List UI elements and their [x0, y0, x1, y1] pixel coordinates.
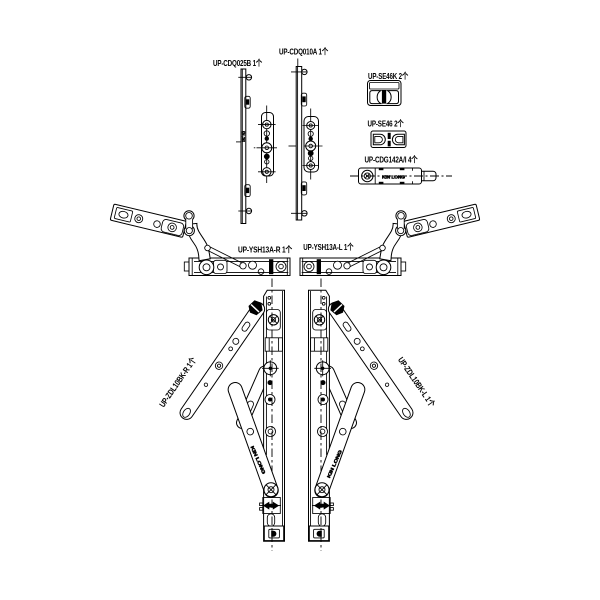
cdq025b-brand-stamp: KIN LONG — [241, 131, 246, 142]
cdq025b-faceplate — [236, 68, 247, 224]
cdg142a-head-screw — [361, 169, 374, 183]
part-ysh13a-r-label: UP-YSH13A-R 1个 — [238, 245, 293, 255]
part-cdg142a-label: UP-CDG142A/I 4个 — [365, 155, 419, 165]
cdq025b-cam-bottom — [244, 184, 251, 198]
se46-body — [370, 130, 407, 148]
cdq010a-cam-top — [300, 92, 308, 107]
se46-right-jaw — [391, 133, 405, 146]
part-ysh13a-l-label: UP-YSH13A-L 1个 — [303, 242, 354, 252]
cdq025b-cam-top — [244, 95, 251, 109]
se46k-center-block — [381, 90, 387, 104]
part-se46k-label: UP-SE46K 2个 — [368, 71, 409, 81]
cdq025b-gearbox — [253, 105, 277, 183]
part-cdq010a: UP-CDQ010A 1个 — [279, 47, 329, 221]
part-se46-label: UP-SE46 2个 — [368, 119, 405, 129]
se46k-body — [367, 80, 402, 106]
cdq010a-cam-bottom — [300, 181, 308, 196]
cdg142a-edge-ticks — [378, 168, 413, 184]
cdg142a-brand-stamp: KIN LONG — [382, 175, 406, 180]
part-ysh13a-l: UP-YSH13A-L 1个 — [299, 203, 481, 276]
part-cdq010a-label: UP-CDQ010A 1个 — [279, 47, 329, 57]
part-cdg142a: UP-CDG142A/I 4个 KIN LONG — [350, 155, 452, 185]
cdq025b-bottom-screw — [238, 207, 253, 215]
cdq010a-bottom-screw — [291, 210, 308, 217]
part-cdq025b-label: UP-CDQ025B 1个 — [213, 58, 263, 68]
part-se46k: UP-SE46K 2个 — [367, 71, 409, 106]
cdq010a-faceplate — [288, 58, 303, 221]
se46-left-jaw — [372, 133, 386, 146]
part-se46: UP-SE46 2个 — [368, 119, 407, 148]
part-cdq025b: UP-CDQ025B 1个 KIN LONG — [213, 58, 277, 224]
cdq010a-gearbox — [302, 108, 323, 180]
se46-center-bar — [387, 132, 391, 147]
cdq025b-top-screw — [238, 74, 253, 81]
cdq010a-top-screw — [291, 68, 308, 76]
se46k-top-band — [369, 82, 400, 90]
se46k-right-jaw — [385, 90, 399, 105]
cdg142a-plug-end — [421, 170, 437, 182]
part-ysh13a-r: UP-YSH13A-R 1个 — [109, 203, 293, 276]
se46k-left-jaw — [369, 90, 383, 105]
